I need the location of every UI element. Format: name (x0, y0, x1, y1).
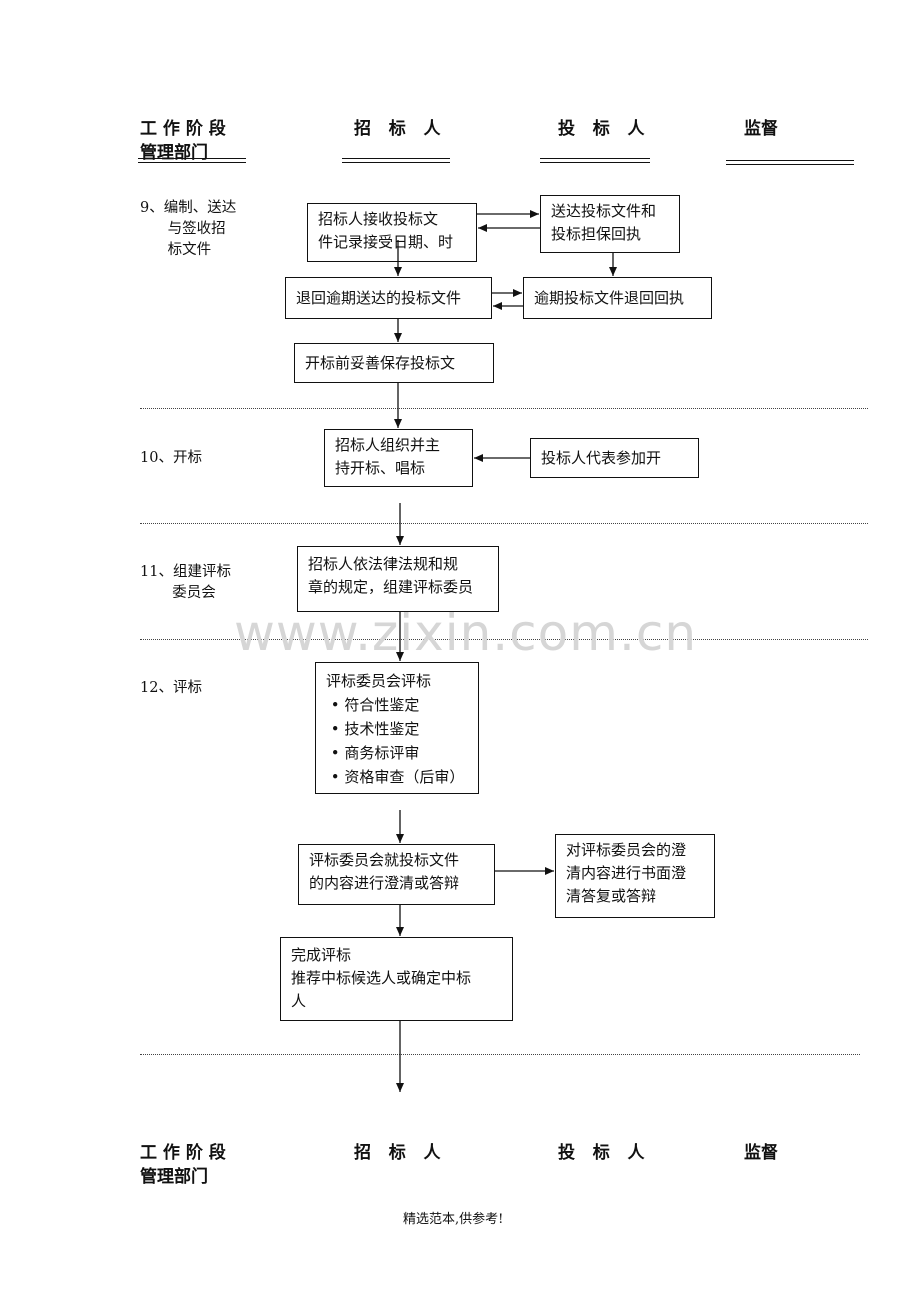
stage-separator (140, 639, 868, 640)
stage-9-label: 9、编制、送达 与签收招 标文件 (140, 200, 237, 258)
stage-separator (140, 1054, 860, 1055)
box-store-bids: 开标前妥善保存投标文 (294, 343, 494, 383)
box-evaluate: 评标委员会评标 • 符合性鉴定 • 技术性鉴定 • 商务标评审 • 资格审查（后… (315, 662, 479, 794)
footer-header-bidder: 投 标 人 (558, 1143, 645, 1163)
watermark: www.zixin.com.cn (234, 604, 698, 662)
box-receive-bids: 招标人接收投标文 件记录接受日期、时 (307, 203, 477, 262)
box-written-clarify: 对评标委员会的澄 清内容进行书面澄 清答复或答辩 (555, 834, 715, 918)
header-supervisor: 监督 (744, 119, 778, 139)
footer-header-tenderer: 招 标 人 (354, 1143, 441, 1163)
box-complete-evaluation: 完成评标 推荐中标候选人或确定中标 人 (280, 937, 513, 1021)
header-tenderer: 招 标 人 (354, 119, 441, 139)
box-open-bids: 招标人组织并主 持开标、唱标 (324, 429, 473, 487)
stage-separator (140, 523, 868, 524)
header-underline (342, 158, 450, 163)
stage-11-label: 11、组建评标 委员会 (140, 564, 231, 601)
page-footer: 精选范本,供参考! (403, 1212, 504, 1227)
header-underline (726, 160, 854, 165)
box-form-committee: 招标人依法律法规和规 章的规定，组建评标委员 (297, 546, 499, 612)
box-clarify: 评标委员会就投标文件 的内容进行澄清或答辩 (298, 844, 495, 905)
stage-12-label: 12、评标 (140, 680, 202, 696)
footer-header-dept-label: 管理部门 (140, 1167, 208, 1187)
box-deliver-bids: 送达投标文件和 投标担保回执 (540, 195, 680, 253)
header-bidder: 投 标 人 (558, 119, 645, 139)
header-stage-label: 工 作 阶 段 (140, 119, 226, 139)
header-underline (138, 158, 246, 163)
footer-header-stage-label: 工 作 阶 段 (140, 1143, 226, 1163)
box-return-late-bids: 退回逾期送达的投标文件 (285, 277, 492, 319)
box-late-bid-receipt: 逾期投标文件退回回执 (523, 277, 712, 319)
header-underline (540, 158, 650, 163)
footer-header-supervisor: 监督 (744, 1143, 778, 1163)
stage-separator (140, 408, 868, 409)
stage-10-label: 10、开标 (140, 450, 202, 466)
box-bidder-attend: 投标人代表参加开 (530, 438, 699, 478)
